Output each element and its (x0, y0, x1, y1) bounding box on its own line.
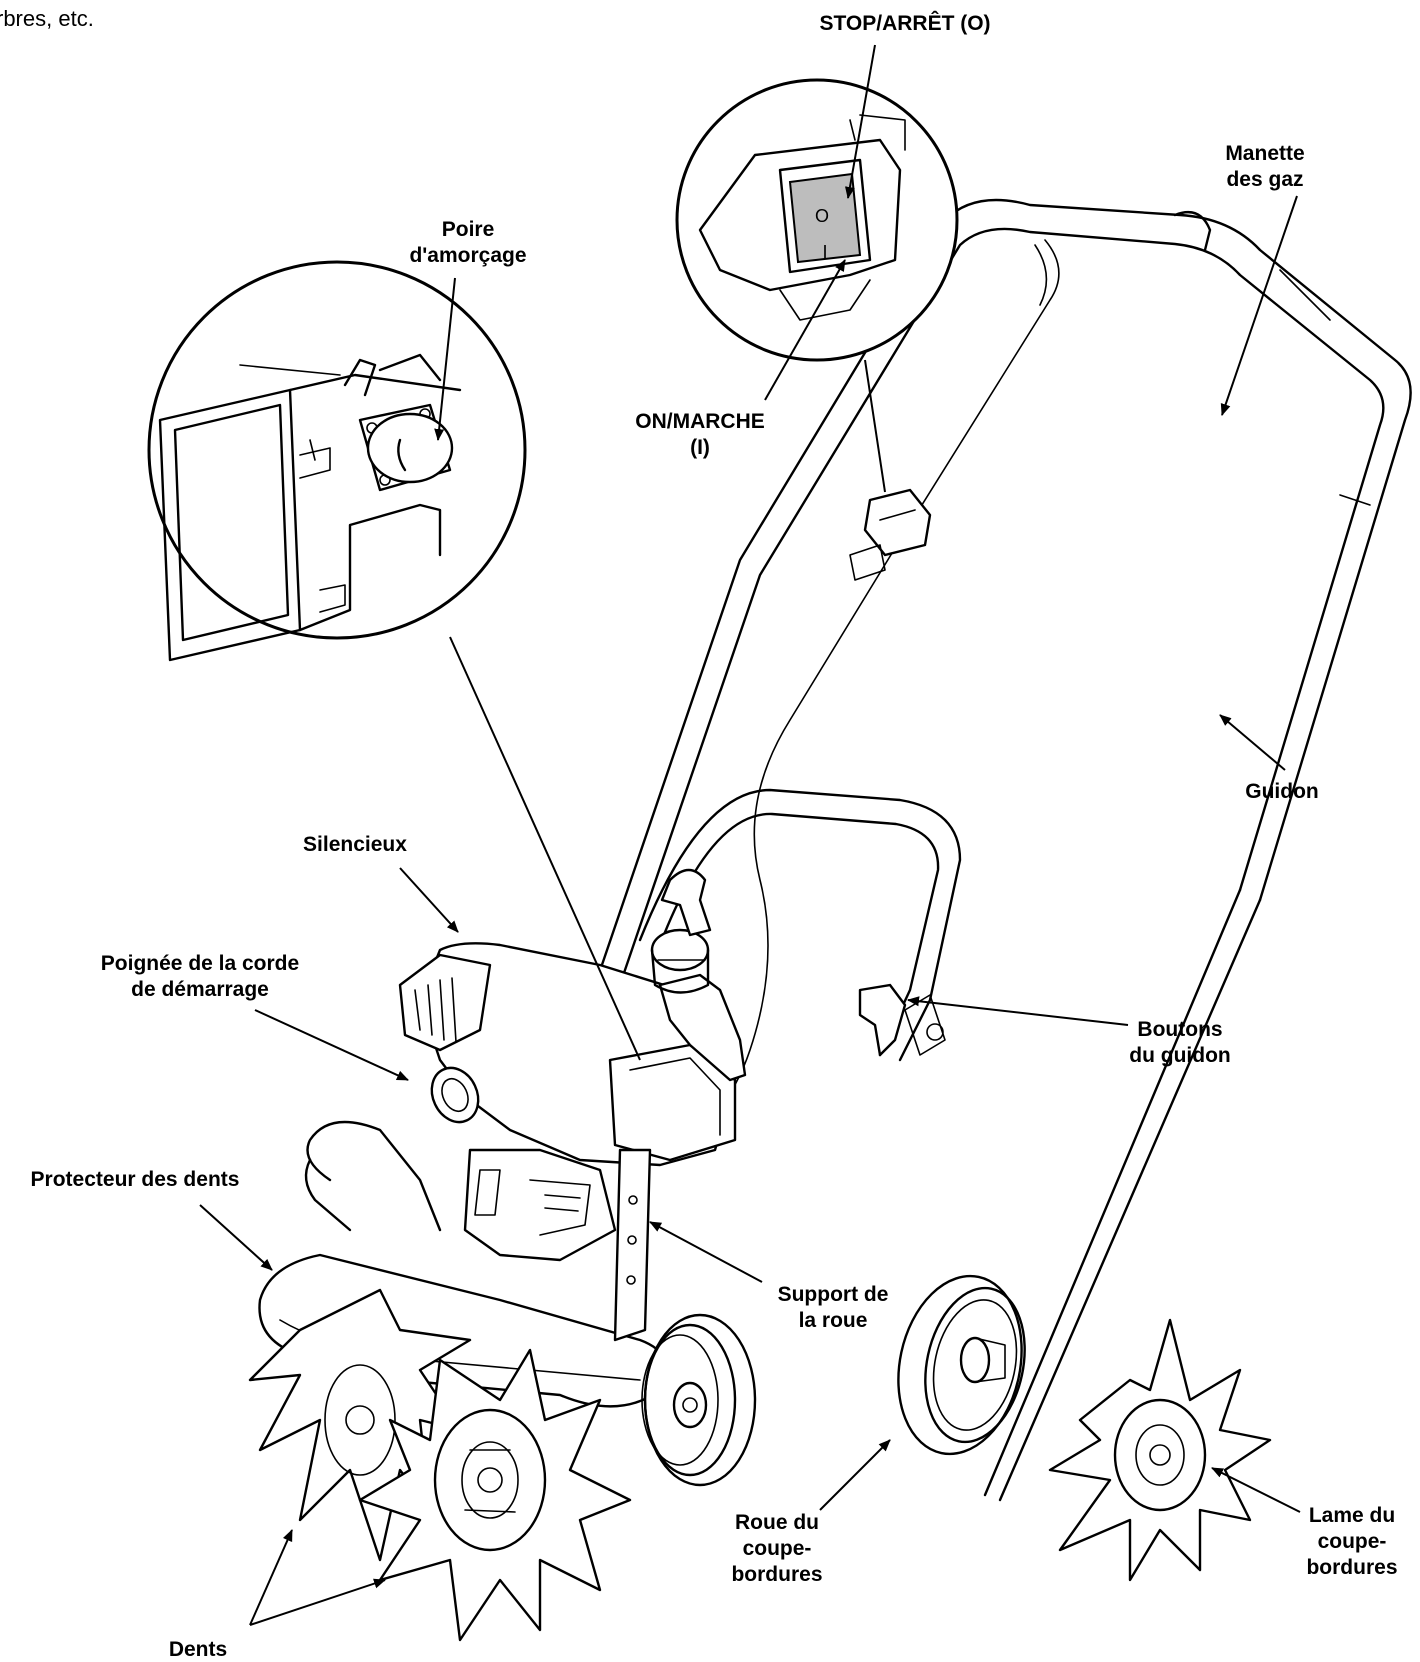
label-edger-wheel-2: coupe- (743, 1537, 812, 1560)
label-edger-blade-1: Lame du (1309, 1504, 1395, 1527)
leader-arrows (199, 44, 1301, 1626)
label-on-1: ON/MARCHE (635, 410, 765, 433)
handlebar-drawing (588, 198, 1412, 1502)
label-throttle-2: des gaz (1226, 168, 1303, 191)
label-primer-2: d'amorçage (409, 244, 526, 267)
label-throttle-1: Manette (1225, 142, 1304, 165)
transport-wheel-drawing (641, 1313, 757, 1487)
label-edger-wheel-3: bordures (731, 1563, 822, 1586)
label-on-2: (I) (690, 436, 710, 459)
switch-on-mark: I (822, 242, 827, 262)
label-primer-1: Poire (442, 218, 495, 241)
label-starter-2: de démarrage (131, 978, 269, 1001)
label-wheel-support-2: la roue (799, 1309, 868, 1332)
switch-callout-line (864, 359, 886, 493)
label-edger-wheel-1: Roue du (735, 1511, 819, 1534)
label-edger-blade-2: coupe- (1318, 1530, 1387, 1553)
switch-rocker[interactable] (788, 172, 862, 264)
switch-off-mark: O (815, 206, 829, 226)
label-tines: Dents (169, 1638, 227, 1661)
label-edger-blade-3: bordures (1306, 1556, 1397, 1579)
edger-blade-drawing (1048, 1318, 1272, 1582)
engine-drawing (398, 868, 907, 1342)
edger-wheel-drawing (897, 1274, 1026, 1456)
primer-callout-line (449, 636, 641, 1061)
label-knobs-1: Boutons (1137, 1018, 1222, 1041)
label-wheel-support-1: Support de (778, 1283, 889, 1306)
label-muffler: Silencieux (303, 833, 407, 856)
intro-text: rbres, etc. (0, 6, 94, 31)
label-knobs-2: du guidon (1129, 1044, 1230, 1067)
stop-switch-inset: O I (675, 78, 959, 362)
label-stop: STOP/ARRÊT (O) (819, 11, 990, 35)
label-starter-1: Poignée de la corde (101, 952, 299, 975)
primer-bulb-inset (147, 260, 527, 662)
label-tine-shield: Protecteur des dents (31, 1168, 240, 1191)
label-handlebar: Guidon (1245, 780, 1318, 803)
tines-drawing (248, 1288, 632, 1642)
